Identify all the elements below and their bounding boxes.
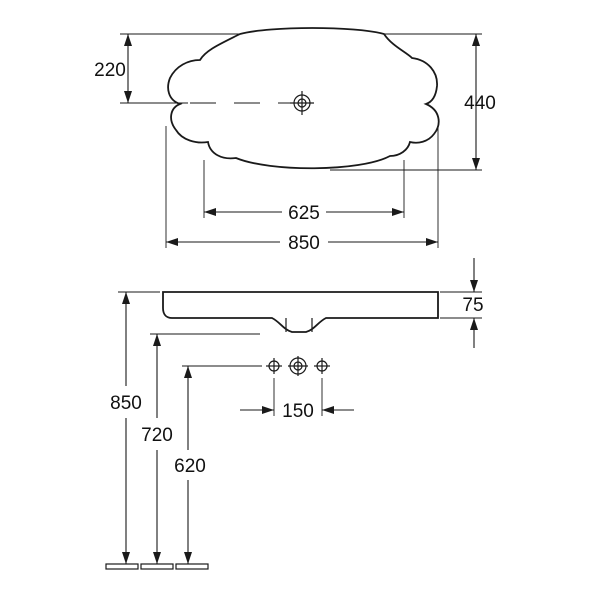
label-850-top: 850 (288, 233, 320, 254)
dim-850-top (165, 126, 439, 248)
basin-outline (167, 27, 440, 170)
label-620-height: 620 (174, 456, 206, 477)
dim-150 (240, 378, 354, 416)
slab-profile (162, 291, 439, 333)
tap-hole-right (314, 358, 330, 374)
top-view: 220 440 625 850 (94, 27, 496, 254)
drain-symbol (290, 91, 314, 115)
floor-plates (105, 563, 209, 570)
dim-220 (120, 33, 240, 104)
floor-plate-2 (140, 563, 174, 570)
dim-75 (440, 258, 482, 348)
tap-holes (266, 356, 330, 376)
label-850-height: 850 (110, 393, 142, 414)
label-220: 220 (94, 60, 126, 81)
label-720-height: 720 (141, 425, 173, 446)
floor-plate-1 (105, 563, 139, 570)
dim-850-height (118, 291, 160, 564)
label-75: 75 (462, 295, 483, 316)
floor-plate-3 (175, 563, 209, 570)
dim-620-height (182, 365, 262, 564)
dim-720-height (150, 333, 260, 564)
side-view: 75 (105, 258, 484, 570)
tap-hole-left (266, 358, 282, 374)
label-150: 150 (282, 401, 314, 422)
dim-440 (330, 33, 482, 171)
label-625: 625 (288, 203, 320, 224)
dim-625 (203, 160, 405, 218)
label-440: 440 (464, 93, 496, 114)
tap-hole-center (288, 356, 308, 376)
